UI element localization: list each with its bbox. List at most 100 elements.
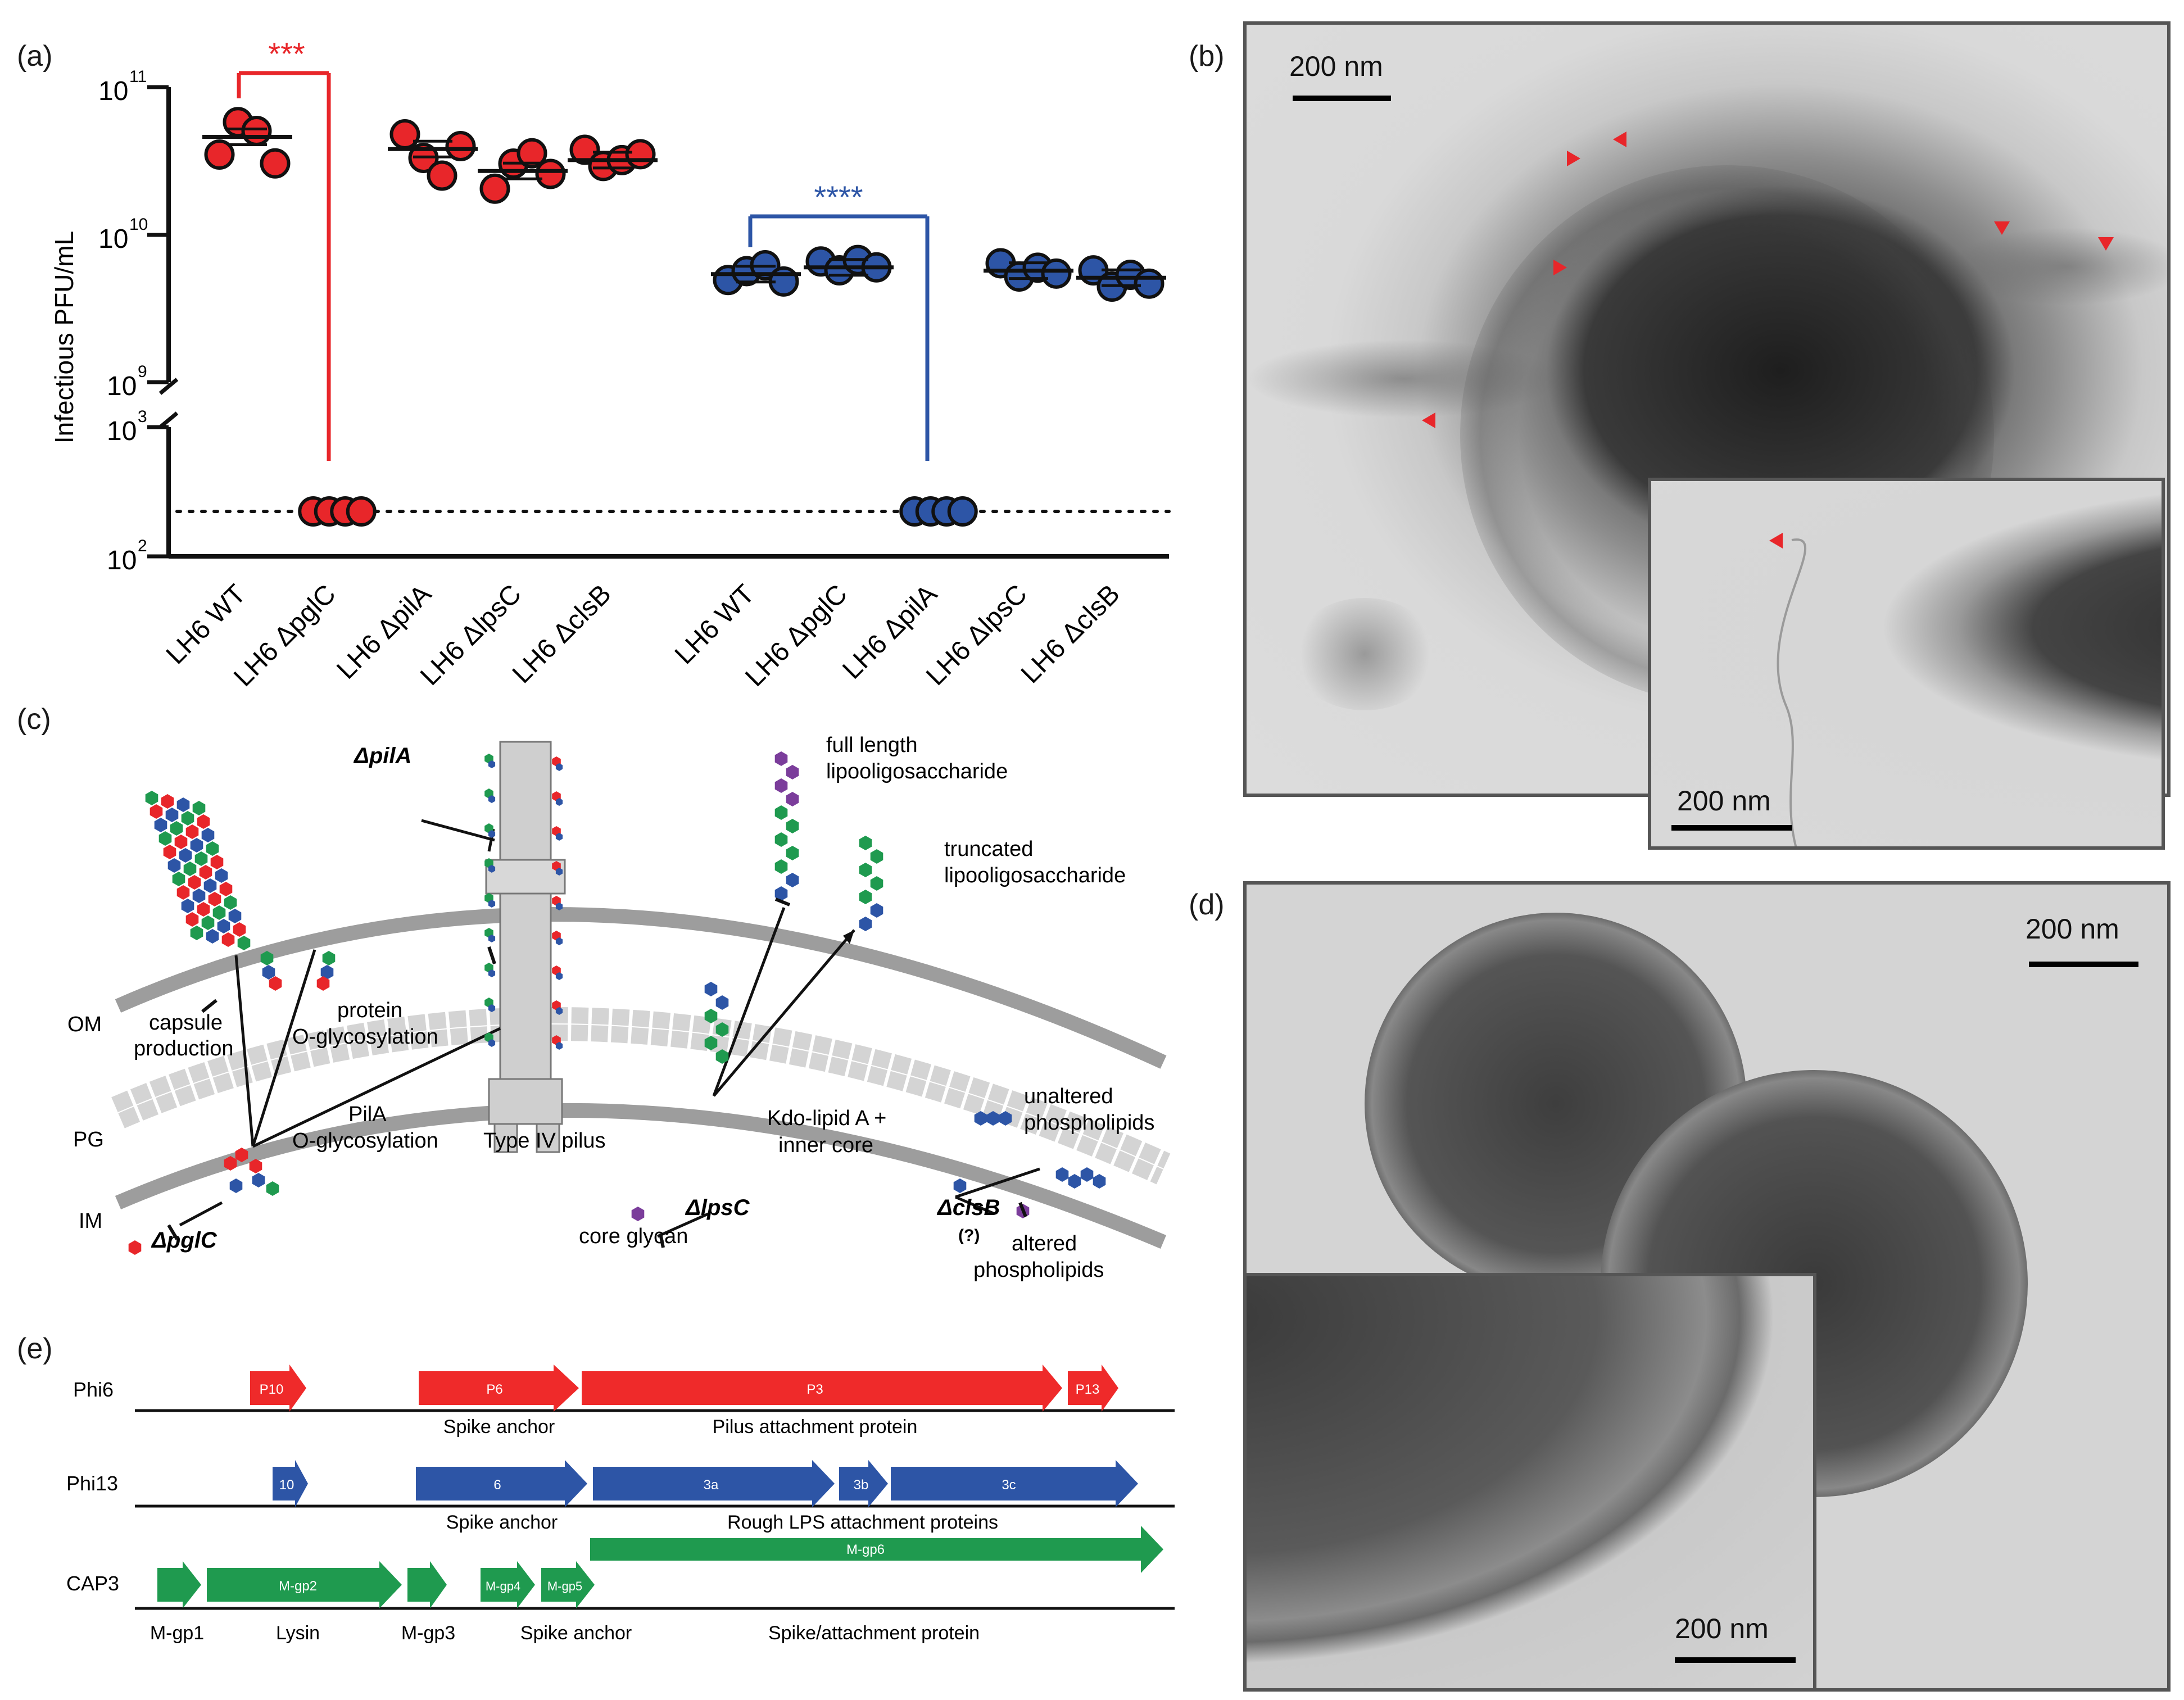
inhibition-bar [1018,1202,1027,1218]
sugar-glyph [774,832,788,847]
sugar-glyph [555,903,563,910]
sugar-glyph [786,765,799,779]
sugar-glyph [185,912,199,927]
sugar-glyph [786,819,799,833]
sugar-glyph [859,863,872,877]
sugar-glyph [208,892,221,906]
sig-red: *** [268,36,305,71]
data-point-group [804,244,894,285]
sugar-glyph [715,995,729,1010]
gene-arrow-3b: 3b [839,1460,888,1507]
sugar-glyph [190,838,203,853]
sugar-glyph [774,859,788,874]
arrowhead-marker [1422,412,1435,428]
xlabel: LH6 WT [161,579,252,670]
svg-text:M-gp5: M-gp5 [547,1579,582,1593]
sugar-glyph [181,899,194,913]
label-unaltered: unaltered [1024,1085,1113,1108]
data-point-group [478,138,568,204]
sugar-glyph [158,831,172,846]
ytick-exp: 9 [138,362,147,381]
sugar-glyph [715,1049,729,1064]
sugar-glyph [167,858,181,873]
scale-bar [1671,825,1792,831]
gene-function-label: Spike anchor [443,1416,555,1438]
label-question: (?) [958,1226,980,1245]
data-point [346,496,377,527]
sugar-glyph [165,808,179,822]
sugar-glyph [262,965,275,980]
gene-function-label: Rough LPS attachment proteins [727,1512,998,1533]
ytick-label: 10 [107,371,137,401]
svg-text:3b: 3b [854,1477,869,1493]
gene-arrow-M-gp2: M-gp2 [207,1561,402,1608]
gene-arrow-P10: P10 [250,1364,306,1412]
inhibition-bar [201,999,218,1013]
gene-arrow-3c: 3c [891,1460,1138,1507]
sugar-glyph [774,778,788,793]
sugar-glyph [181,811,194,826]
arrowhead-marker [1613,132,1626,147]
sugar-glyph [786,873,799,887]
sugar-glyph [224,1156,237,1171]
sugar-glyph [192,888,206,903]
ytick-exp: 3 [138,407,147,426]
sugar-glyph [555,1042,563,1050]
ytick-label: 10 [98,76,128,106]
svg-text:10: 10 [279,1477,294,1493]
data-point [535,158,566,189]
sugar-glyph [199,865,212,880]
sugar-glyph [228,909,242,923]
arrowhead-marker [2098,237,2114,251]
data-point [445,131,476,162]
sig-blue: **** [814,179,863,215]
svg-text:6: 6 [493,1477,501,1493]
sugar-glyph [322,951,336,965]
label-lipooligo1: lipooligosaccharide [826,760,1008,783]
data-point [427,160,457,191]
sugar-glyph [555,798,563,806]
ytick-exp: 10 [129,215,148,234]
sugar-glyph [774,751,788,766]
sugar-glyph [266,1181,279,1196]
sugar-glyph [179,848,192,863]
gene-arrow-M-gp5: M-gp5 [541,1561,595,1608]
sugar-glyph [488,830,496,838]
sugar-glyph [953,1178,967,1193]
inhibition-bar [487,946,496,964]
svg-text:P10: P10 [260,1382,284,1397]
em-inset-d: 200 nm [1243,1273,1816,1692]
ytick-exp: 11 [129,67,147,86]
data-point [260,148,291,179]
svg-text:P13: P13 [1076,1382,1100,1397]
sugar-glyph [194,851,208,866]
sugar-glyph [555,972,563,980]
sugar-glyph [488,969,496,977]
panel-c-label: (c) [17,703,51,736]
svg-text:P6: P6 [486,1382,502,1397]
data-point-group [899,496,978,527]
sugar-glyph [859,917,872,931]
scale-bar-label: 200 nm [1677,785,1771,817]
sugar-glyph [154,818,167,832]
svg-text:M-gp2: M-gp2 [279,1579,317,1594]
label-type4: Type IV pilus [483,1129,606,1153]
data-point-group [202,107,292,179]
sugar-glyph [859,890,872,904]
sugar-glyph [859,836,872,850]
sugar-glyph [201,915,215,930]
label-capsule: capsule [149,1011,223,1035]
xlabel: LH6 ΔclsB [507,579,617,689]
sugar-glyph [185,824,199,839]
sugar-glyph [161,794,174,809]
data-point [625,139,656,170]
scale-bar [1675,1657,1796,1663]
sugar-glyph [488,795,496,803]
sugar-glyph [269,976,282,991]
sugar-glyph [206,929,219,944]
label-dlpsC: ΔlpsC [685,1195,750,1220]
gene-function-label: M-gp3 [401,1622,455,1644]
sugar-glyph [201,828,215,842]
ytick-label: 10 [107,546,137,575]
gene-arrow-M-gp3 [407,1561,447,1608]
